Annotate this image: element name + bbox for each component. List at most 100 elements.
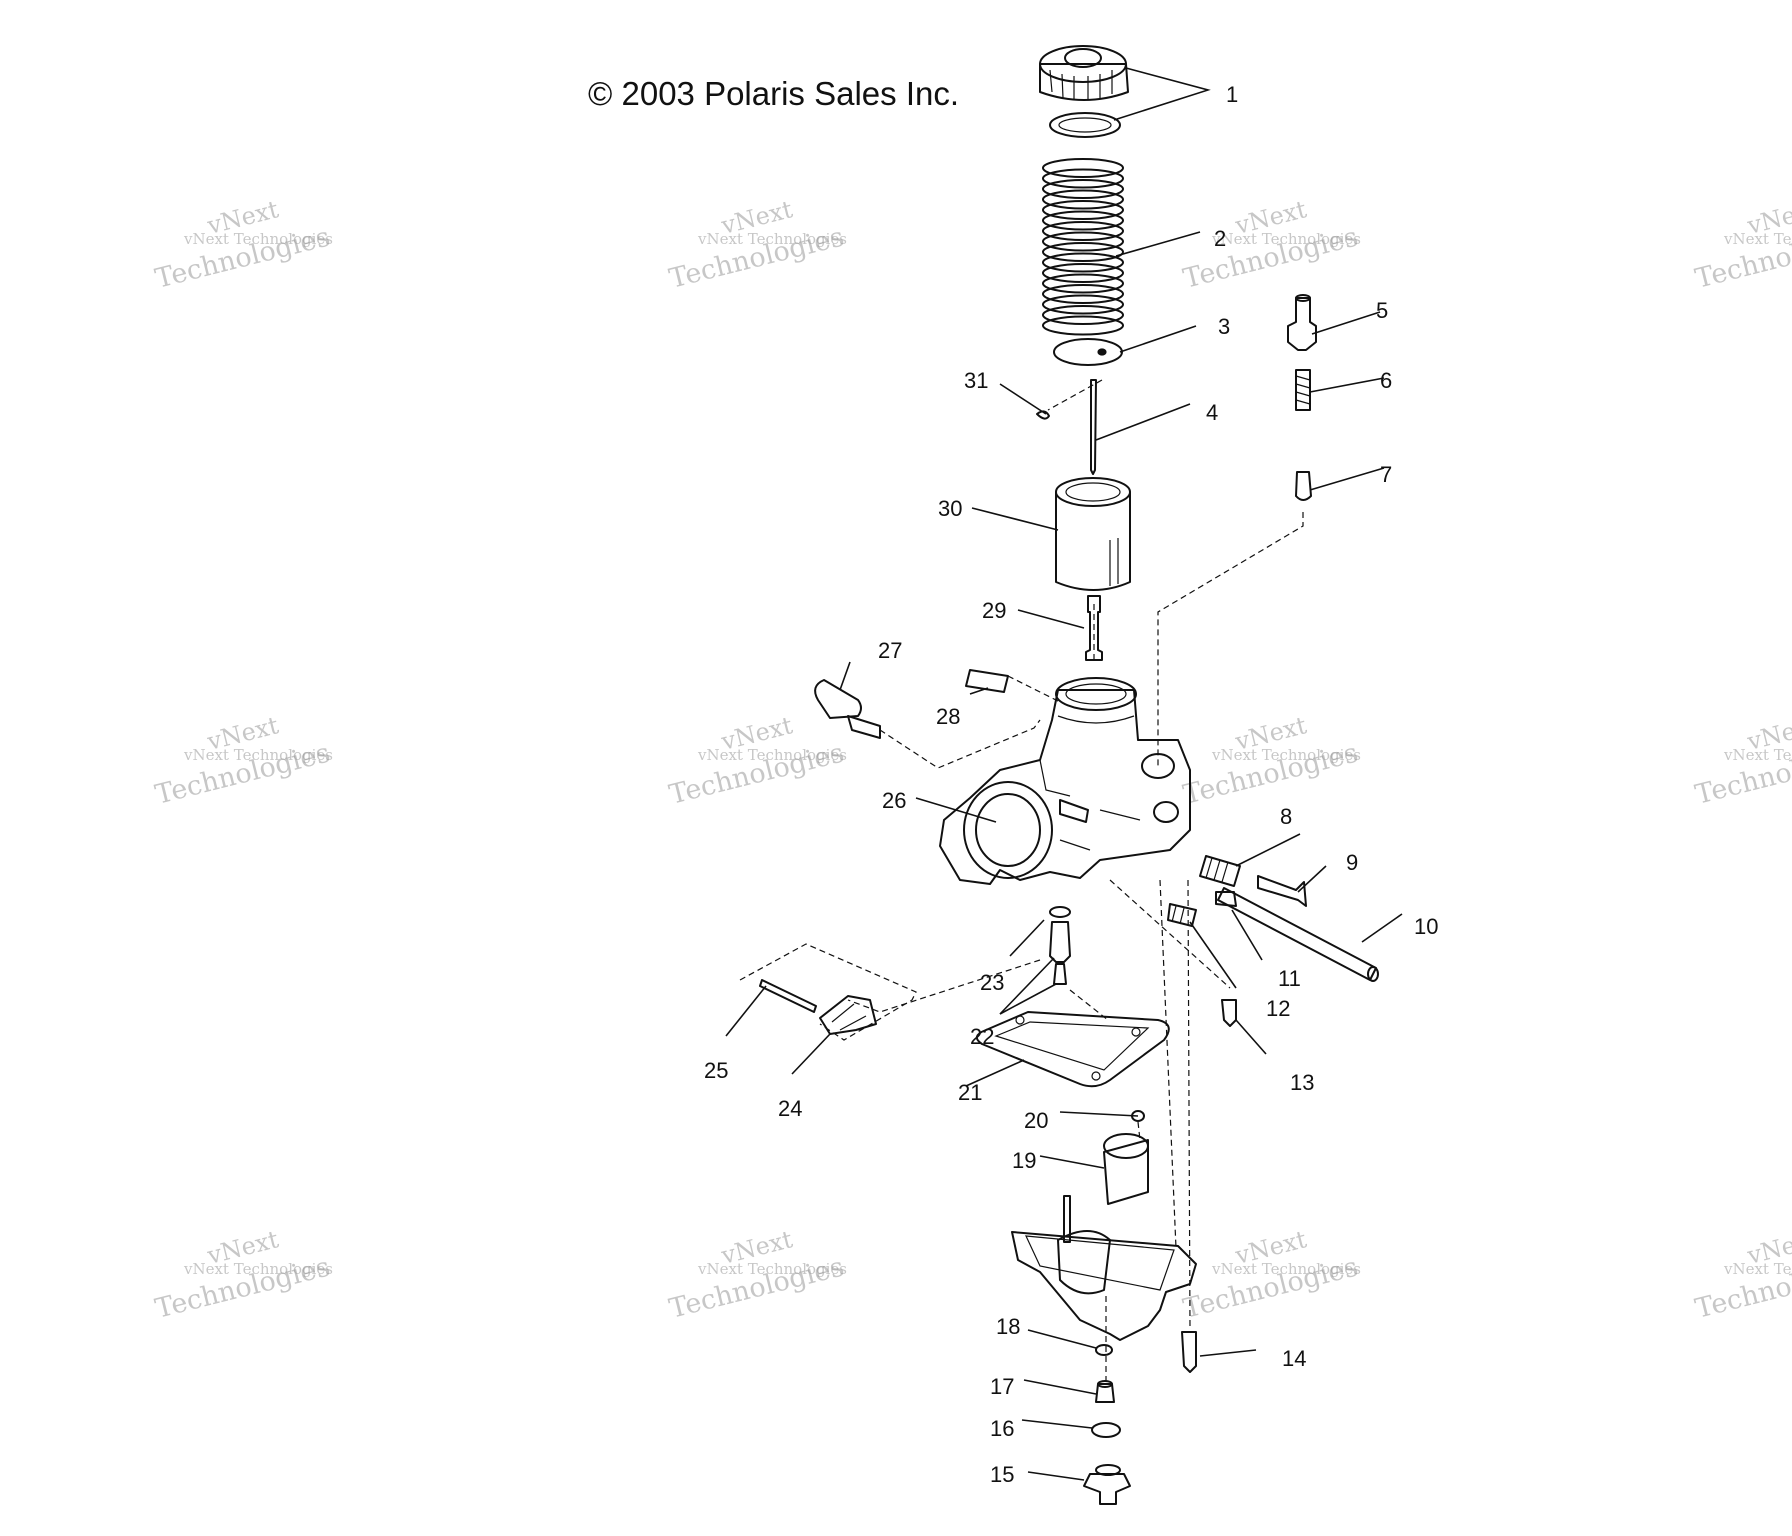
callout-5: 5: [1376, 298, 1388, 323]
callout-13: 13: [1290, 1070, 1314, 1095]
spring-coil: [1042, 252, 1124, 273]
watermark-text: vNext Technologies: [1211, 746, 1361, 764]
part-10-tube: [1217, 887, 1379, 982]
callout-6: 6: [1380, 368, 1392, 393]
spring-coil: [1042, 263, 1124, 283]
spring-coil: [1042, 179, 1124, 199]
spring-coil: [1042, 200, 1124, 220]
callout-22: 22: [970, 1024, 994, 1049]
spring-coil: [1042, 189, 1124, 210]
part-6-spring: [1295, 369, 1311, 411]
callout-23: 23: [980, 970, 1004, 995]
part-8-spring: [1199, 855, 1241, 887]
callout-30: 30: [938, 496, 962, 521]
callout-9: 9: [1346, 850, 1358, 875]
copyright-text: © 2003 Polaris Sales Inc.: [588, 75, 959, 112]
part-13-screw: [1221, 999, 1237, 1027]
watermark-text: vNext Technologies: [697, 230, 847, 248]
part-19-float: [1103, 1133, 1149, 1205]
part-2-spring: [1042, 158, 1124, 336]
part-float-bowl: [1011, 1195, 1197, 1341]
callout-21: 21: [958, 1080, 982, 1105]
callout-29: 29: [982, 598, 1006, 623]
callout-28: 28: [936, 704, 960, 729]
callout-24: 24: [778, 1096, 802, 1121]
watermark-text: vNext Technologies: [1723, 1260, 1792, 1278]
part-12-spring: [1167, 903, 1197, 927]
callout-25: 25: [704, 1058, 728, 1083]
part-26-carburetor-body: [939, 677, 1191, 885]
part-14-screw: [1181, 1331, 1197, 1373]
callout-8: 8: [1280, 804, 1292, 829]
leader-lines: [725, 67, 1403, 1481]
callout-4: 4: [1206, 400, 1218, 425]
callout-3: 3: [1218, 314, 1230, 339]
part-29-needle-jet: [1085, 595, 1103, 661]
watermark-text: vNext Technologies: [697, 746, 847, 764]
callout-10: 10: [1414, 914, 1438, 939]
callout-26: 26: [882, 788, 906, 813]
part-1-cap: [1039, 45, 1129, 138]
part-16-washer: [1091, 1422, 1121, 1438]
spring-coil: [1042, 158, 1124, 178]
callout-15: 15: [990, 1462, 1014, 1487]
callout-27: 27: [878, 638, 902, 663]
spring-coil: [1042, 273, 1124, 294]
callout-14: 14: [1282, 1346, 1306, 1371]
part-4-needle: [1090, 379, 1097, 475]
part-17-jet: [1095, 1380, 1115, 1403]
part-18-washer: [1095, 1344, 1113, 1356]
watermark-text: vNext Technologies: [183, 746, 333, 764]
part-23-jet: [1049, 906, 1071, 963]
callout-19: 19: [1012, 1148, 1036, 1173]
callout-2: 2: [1214, 226, 1226, 251]
spring-coil: [1042, 242, 1124, 262]
callout-31: 31: [964, 368, 988, 393]
part-drawings: [759, 45, 1379, 1505]
callout-1: 1: [1226, 82, 1238, 107]
watermark-text: vNext Technologies: [697, 1260, 847, 1278]
part-11-jet: [1215, 891, 1237, 907]
spring-coil: [1042, 294, 1124, 315]
watermark-text: vNext Technologies: [183, 1260, 333, 1278]
callout-16: 16: [990, 1416, 1014, 1441]
part-24-float-arm: [819, 995, 877, 1035]
spring-coil: [1042, 315, 1124, 336]
part-15-drain-plug: [1083, 1464, 1131, 1505]
callout-labels: 1 2 3 4 5 6 7 8 9 10 11 12 13 14 15 16 1…: [704, 82, 1438, 1487]
callout-11: 11: [1278, 966, 1301, 991]
assembly-dash-lines: [739, 379, 1304, 1384]
part-25-pin: [759, 979, 817, 1013]
part-22-jet: [1053, 963, 1067, 985]
part-9-screw: [1257, 875, 1307, 907]
callout-18: 18: [996, 1314, 1020, 1339]
watermark-text: vNext Technologies: [1723, 230, 1792, 248]
callout-17: 17: [990, 1374, 1014, 1399]
spring-coil: [1042, 305, 1124, 325]
watermark-text: vNext Technologies: [1211, 1260, 1361, 1278]
part-30-slide: [1055, 477, 1131, 591]
watermark-text: vNext Technologies: [1723, 746, 1792, 764]
spring-coil: [1042, 210, 1124, 231]
part-21-gasket: [975, 1011, 1170, 1088]
part-7-tip: [1295, 471, 1312, 501]
watermark-text: vNext Technologies: [1211, 230, 1361, 248]
spring-coil: [1042, 231, 1124, 252]
spring-coil: [1042, 284, 1124, 304]
spring-coil: [1042, 221, 1124, 241]
spring-coil: [1042, 168, 1124, 189]
callout-7: 7: [1380, 462, 1392, 487]
part-3-plate: [1053, 338, 1123, 366]
